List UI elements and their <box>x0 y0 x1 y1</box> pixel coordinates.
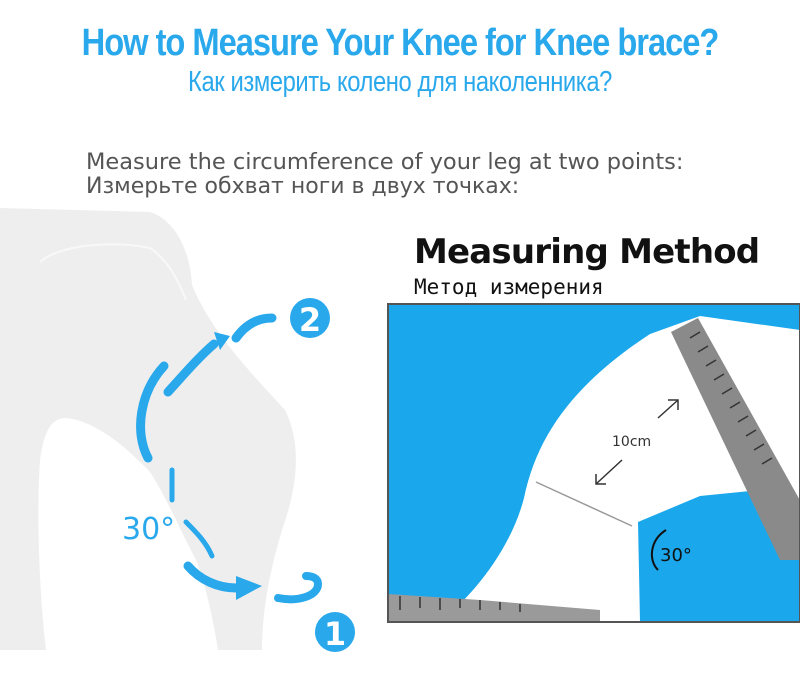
instruction-text-ru: Измерьте обхват ноги в двух точках: <box>86 174 520 199</box>
main-subtitle: Как измерить колено для наколенника? <box>188 66 612 98</box>
point-1-badge: 1 <box>315 612 355 653</box>
svg-text:2: 2 <box>299 301 321 339</box>
measurement-arrows <box>136 313 323 604</box>
leg-silhouette <box>0 208 296 650</box>
svg-text:1: 1 <box>324 615 346 653</box>
main-title: How to Measure Your Knee for Knee brace? <box>81 22 720 64</box>
angle-label-detail: 30° <box>660 545 692 566</box>
method-heading-ru: Метод измерения <box>414 275 604 299</box>
arrow-heads <box>214 332 262 600</box>
instruction-text: Measure the circumference of your leg at… <box>86 149 684 175</box>
distance-label: 10cm <box>612 434 651 450</box>
detail-panel: 10cm 30° <box>387 303 800 623</box>
point-2-badge: 2 <box>290 298 330 339</box>
angle-label-left: 30° <box>122 512 175 547</box>
method-heading: Measuring Method <box>414 232 760 272</box>
